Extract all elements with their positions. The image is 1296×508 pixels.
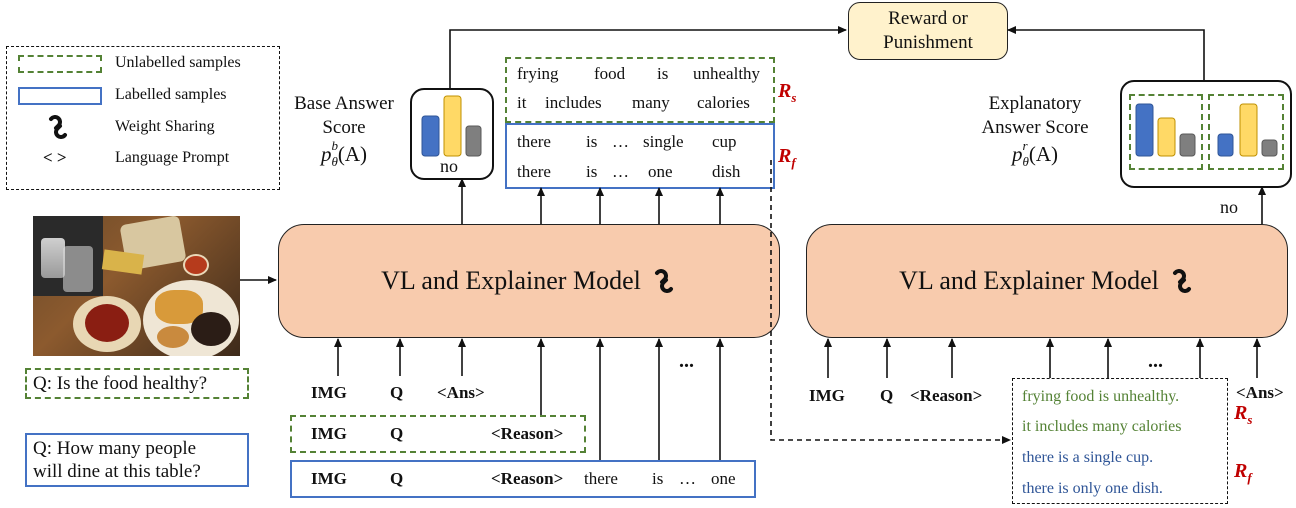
left-ellipsis: ...	[679, 350, 694, 372]
base-bar-yellow	[443, 95, 462, 157]
out-b-r1-w3: …	[612, 132, 629, 151]
reason-box	[1012, 378, 1228, 504]
left-row2-q: Q	[390, 424, 404, 443]
reason-line3: there is a single cup.	[1022, 449, 1154, 466]
expl-score-box	[1120, 80, 1292, 188]
reward-line2: Punishment	[883, 32, 973, 53]
left-row2-img: IMG	[311, 424, 347, 443]
expl-score-line2: Answer Score	[981, 117, 1089, 138]
expl-score-line1: Explanatory	[988, 93, 1082, 114]
reason-line1: frying food is unhealthy.	[1022, 388, 1180, 405]
right-ans: <Ans>	[1236, 383, 1284, 402]
left-model-label: VL and Explainer Model	[381, 266, 641, 295]
legend-labelled-swatch	[18, 87, 102, 105]
left-row3-labelled-box	[290, 460, 756, 498]
right-model-label: VL and Explainer Model	[899, 266, 1159, 295]
expl-score-group-1	[1129, 94, 1203, 170]
left-vl-explainer-model: VL and Explainer Model	[278, 224, 780, 338]
output-labelled-box	[505, 123, 775, 189]
out-g-r2-w4: calories	[697, 93, 750, 112]
question-labelled-line1: Q: How many people	[33, 438, 197, 459]
r-s-label-top: Rs	[778, 80, 797, 105]
legend-prompt-symbol: < >	[43, 148, 67, 167]
left-row3-w3: …	[679, 469, 696, 488]
out-b-r1-w2: is	[586, 132, 598, 151]
out-b-r2-w5: dish	[712, 162, 741, 181]
reward-line1: Reward or	[888, 8, 968, 29]
reward-box: Reward or Punishment	[848, 2, 1008, 60]
base-score-answer: no	[440, 156, 458, 176]
r-f-label-top: Rf	[778, 145, 796, 170]
base-bar-gray	[465, 125, 482, 157]
expl-score-bars	[1135, 103, 1278, 157]
left-row2-reason: <Reason>	[491, 424, 564, 443]
out-b-r2-w4: one	[648, 162, 673, 181]
out-g-r1-w1: frying	[517, 64, 559, 83]
right-model-link-icon	[1172, 269, 1191, 293]
right-img: IMG	[809, 386, 845, 405]
legend-labelled-label: Labelled samples	[115, 86, 227, 103]
base-bar-blue	[421, 115, 440, 157]
left-row2-unlabelled-box	[290, 415, 586, 453]
right-q: Q	[880, 386, 894, 405]
left-row3-img: IMG	[311, 469, 347, 488]
legend-weight-sharing-label: Weight Sharing	[115, 118, 215, 135]
right-ellipsis: ...	[1148, 350, 1163, 372]
base-score-line1: Base Answer	[294, 93, 394, 114]
left-row1-q: Q	[390, 383, 404, 402]
out-b-r1-w1: there	[517, 132, 551, 151]
left-row3-w2: is	[652, 469, 664, 488]
legend-unlabelled-label: Unlabelled samples	[115, 54, 241, 71]
out-g-r2-w3: many	[632, 93, 670, 112]
out-b-r2-w3: …	[612, 162, 629, 181]
legend-box: Unlabelled samples Labelled samples Weig…	[6, 46, 280, 190]
r-s-label-bottom: Rs	[1234, 402, 1253, 427]
reason-line4: there is only one dish.	[1022, 480, 1163, 497]
arrow-expl-to-reward	[1007, 26, 1205, 80]
left-row3-q: Q	[390, 469, 404, 488]
left-row1-ans: <Ans>	[437, 383, 485, 402]
legend-language-prompt-label: Language Prompt	[115, 149, 230, 166]
base-score-bars	[421, 95, 482, 157]
left-row3-reason: <Reason>	[491, 469, 564, 488]
out-g-r1-w4: unhealthy	[693, 64, 761, 83]
base-score-line2: Score	[322, 117, 366, 138]
legend-unlabelled-swatch	[18, 55, 102, 73]
left-model-link-icon	[654, 269, 673, 293]
food-photo	[33, 216, 240, 356]
question-labelled-line2: will dine at this table?	[33, 461, 201, 482]
left-row3-w1: there	[584, 469, 618, 488]
out-g-r1-w2: food	[594, 64, 626, 83]
out-b-r1-w5: cup	[712, 132, 737, 151]
expl-score-group-2	[1208, 94, 1284, 170]
question-unlabelled: Q: Is the food healthy?	[25, 368, 249, 399]
left-row1-img: IMG	[311, 383, 347, 402]
base-score-box: no	[410, 88, 494, 180]
out-g-r2-w2: includes	[545, 93, 602, 112]
out-b-r2-w2: is	[586, 162, 598, 181]
question-labelled: Q: How many people will dine at this tab…	[25, 433, 249, 487]
expl-score-answer: no	[1220, 197, 1238, 217]
out-g-r2-w1: it	[517, 93, 527, 112]
out-b-r2-w1: there	[517, 162, 551, 181]
right-reason: <Reason>	[910, 386, 983, 405]
out-g-r1-w3: is	[657, 64, 669, 83]
r-f-label-bottom: Rf	[1234, 460, 1252, 485]
left-row3-w4: one	[711, 469, 736, 488]
reason-line2: it includes many calories	[1022, 418, 1182, 435]
weight-sharing-icon	[49, 115, 67, 139]
right-vl-explainer-model: VL and Explainer Model	[806, 224, 1288, 338]
out-b-r1-w4: single	[643, 132, 684, 151]
